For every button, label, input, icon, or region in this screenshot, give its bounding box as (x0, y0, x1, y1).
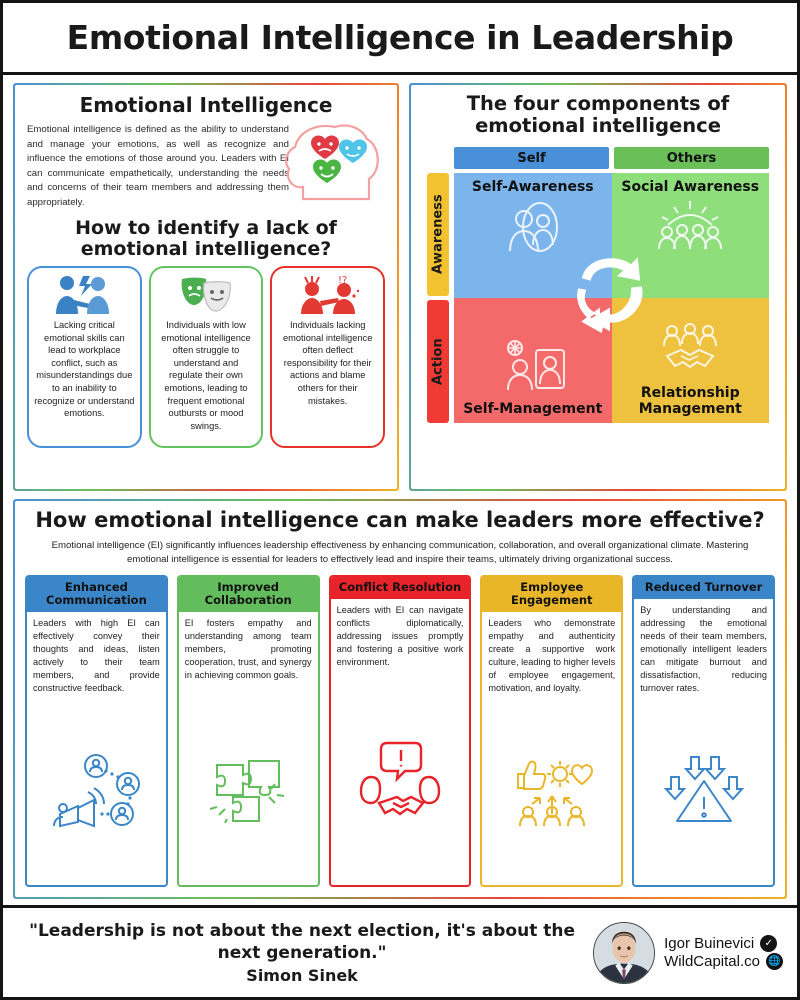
quadrant-self-awareness: Self-Awareness (454, 173, 612, 298)
brand-lines: Igor Buinevici ✓ WildCapital.co 🌐 (664, 935, 783, 970)
intro-text: Emotional intelligence is defined as the… (27, 124, 289, 208)
matrix-body: Self Others Self-Awareness (454, 147, 769, 423)
down-arrows-warning-icon (634, 700, 773, 885)
group-of-people-sunrise-icon (654, 199, 726, 256)
benefit-card-improved-collaboration: Improved Collaboration EI fosters empath… (176, 575, 320, 887)
intro-block: Emotional intelligence is defined as the… (27, 123, 385, 210)
quadrant-label: Self-Awareness (471, 179, 594, 195)
benefit-card-title: Enhanced Communication (27, 577, 166, 612)
quadrant-relationship-management: Relationship Management (611, 298, 769, 423)
quote-author: Simon Sinek (246, 966, 358, 985)
lack-card-text: Lacking critical emotional skills can le… (34, 320, 135, 419)
brand-name: Igor Buinevici (664, 935, 755, 952)
brand-block: Igor Buinevici ✓ WildCapital.co 🌐 (593, 921, 783, 984)
middle-row: Emotional Intelligence Emotional intelli… (3, 75, 797, 495)
row-label-action: Action (427, 300, 449, 423)
matrix-column-headers: Self Others (454, 147, 769, 169)
left-panel-heading: Emotional Intelligence (79, 93, 333, 117)
benefit-card-enhanced-communication: Enhanced Communication Leaders with high… (25, 575, 168, 887)
avatar (593, 921, 656, 984)
page-title: Emotional Intelligence in Leadership (66, 18, 734, 57)
handshake-team-icon (657, 322, 723, 381)
quadrant-label: Social Awareness (621, 179, 760, 195)
effectiveness-panel: How emotional intelligence can make lead… (13, 499, 787, 899)
quadrant-social-awareness: Social Awareness (611, 173, 769, 298)
brand-site-line[interactable]: WildCapital.co 🌐 (664, 953, 783, 970)
matrix-quadrants: Self-Awareness (454, 173, 769, 423)
row-label-awareness: Awareness (427, 173, 449, 296)
benefit-card-body: EI fosters empathy and understanding amo… (184, 618, 312, 680)
lack-card-text: Individuals lacking emotional intelligen… (282, 320, 373, 406)
megaphone-network-icon (27, 700, 166, 885)
brand-name-line: Igor Buinevici ✓ (664, 935, 783, 952)
benefit-card-title: Employee Engagement (482, 577, 622, 612)
effectiveness-section: How emotional intelligence can make lead… (3, 495, 797, 905)
lack-card-conflict: Lacking critical emotional skills can le… (27, 266, 142, 448)
person-mirror-reflection-icon (502, 199, 564, 266)
benefit-card-employee-engagement: Employee Engagement Leaders who demonstr… (480, 575, 624, 887)
right-panel-heading: The four components of emotional intelli… (466, 92, 730, 137)
components-matrix: Awareness Action Self Others Self-Awaren… (421, 147, 775, 423)
bottom-panel-heading: How emotional intelligence can make lead… (35, 508, 765, 532)
two-people-conflict-icon (50, 273, 118, 317)
emotional-intelligence-panel: Emotional Intelligence Emotional intelli… (13, 83, 399, 491)
lack-of-ei-card-row: Lacking critical emotional skills can le… (27, 266, 386, 448)
benefit-card-reduced-turnover: Reduced Turnover By understanding and ad… (632, 575, 775, 887)
svg-text:!?: !? (338, 275, 347, 286)
benefit-card-title: Improved Collaboration (178, 577, 318, 612)
benefit-card-conflict-resolution: Conflict Resolution Leaders with EI can … (328, 575, 472, 887)
benefit-card-row: Enhanced Communication Leaders with high… (25, 575, 775, 887)
lack-card-text: Individuals with low emotional intellige… (161, 320, 251, 431)
handshake-dispute-icon (331, 674, 470, 885)
benefit-card-body: Leaders with EI can navigate conflicts d… (336, 605, 464, 667)
angry-people-blaming-icon: !? (294, 273, 362, 317)
quadrant-self-management: Self-Management (454, 298, 612, 423)
puzzle-pieces-icon (179, 687, 318, 885)
brain-with-emotion-hearts-icon (277, 119, 389, 206)
footer: "Leadership is not about the next electi… (3, 905, 797, 997)
globe-icon: 🌐 (766, 953, 783, 970)
quote-block: "Leadership is not about the next electi… (17, 920, 593, 985)
benefit-card-body: Leaders with high EI can effectively con… (33, 618, 160, 693)
verified-check-icon: ✓ (760, 935, 778, 952)
quote-text: "Leadership is not about the next electi… (29, 921, 575, 963)
theatre-masks-icon (176, 273, 236, 317)
four-components-panel: The four components of emotional intelli… (409, 83, 787, 491)
person-gear-frame-icon (498, 336, 568, 397)
bottom-panel-intro: Emotional intelligence (EI) significantl… (51, 540, 749, 565)
lack-card-emotion-regulation: Individuals with low emotional intellige… (148, 266, 264, 448)
title-bar: Emotional Intelligence in Leadership (3, 3, 797, 75)
thumbs-up-gear-heart-icon (482, 700, 621, 885)
quadrant-label: Self-Management (463, 401, 603, 417)
quadrant-label: Relationship Management (638, 385, 742, 417)
matrix-row-labels: Awareness Action (427, 147, 449, 423)
column-header-others: Others (614, 147, 769, 169)
benefit-card-body: By understanding and addressing the emot… (640, 605, 767, 693)
benefit-card-title: Conflict Resolution (330, 577, 470, 599)
lack-card-blame: !? Individuals lacking emotional intelli… (270, 266, 386, 448)
column-header-self: Self (454, 147, 609, 169)
brand-site[interactable]: WildCapital.co (664, 953, 760, 970)
benefit-card-body: Leaders who demonstrate empathy and auth… (488, 618, 616, 693)
benefit-card-title: Reduced Turnover (634, 577, 773, 599)
lack-of-ei-heading: How to identify a lack of emotional inte… (75, 217, 337, 260)
